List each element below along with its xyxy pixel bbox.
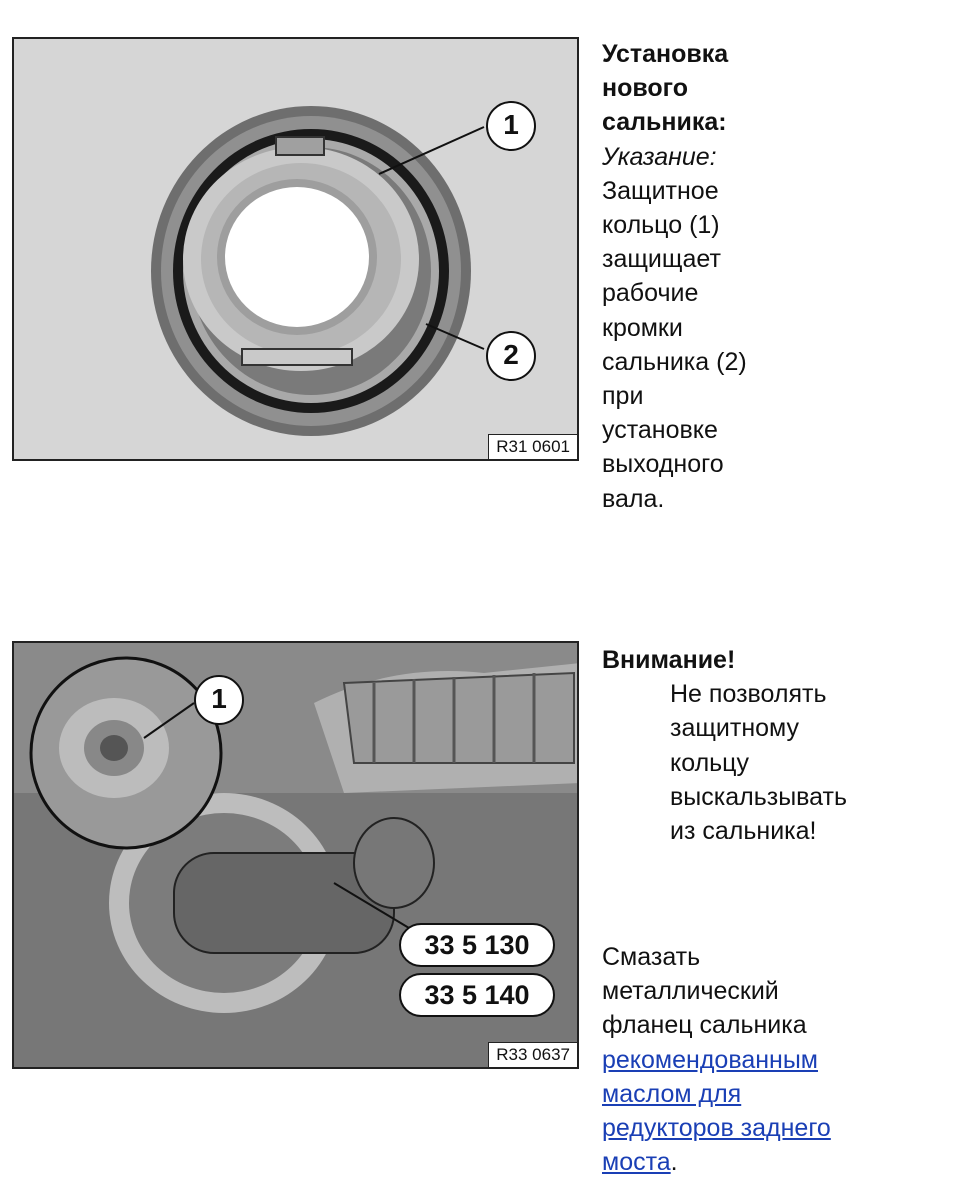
body-line: металлический (602, 977, 779, 1006)
figure-code: R33 0637 (488, 1042, 577, 1067)
body-line: фланец сальника (602, 1011, 807, 1040)
seal-installation-tool-figure: 1 33 5 130 33 5 140 R33 0637 (12, 641, 579, 1069)
figure-code: R31 0601 (488, 434, 577, 459)
body-line: кромки (602, 313, 683, 342)
heading-line: сальника: (602, 108, 727, 137)
body-line: защищает (602, 245, 721, 274)
body-line: при (602, 382, 644, 411)
sentence-end: . (670, 1148, 678, 1177)
callout-1: 1 (486, 101, 536, 151)
installation-instructions: Установка нового сальника: Указание: Защ… (602, 37, 942, 516)
body-line: сальника (2) (602, 347, 747, 376)
warning-line: из сальника! (670, 817, 817, 846)
note-label: Указание: (602, 142, 717, 171)
warning-block: Внимание! Не позволять защитному кольцу … (602, 643, 942, 848)
body-line: вала. (602, 484, 665, 513)
body-line: выходного (602, 450, 724, 479)
lubrication-instructions: Смазать металлический фланец сальника ре… (602, 940, 942, 1179)
recommended-oil-link[interactable]: маслом для (602, 1079, 742, 1108)
seal-protective-ring-figure: 1 2 R31 0601 (12, 37, 579, 461)
warning-label: Внимание! (602, 646, 736, 674)
seal-illustration (14, 39, 577, 459)
callout-2: 2 (486, 331, 536, 381)
warning-line: кольцу (670, 748, 750, 777)
heading-line: Установка (602, 40, 729, 68)
recommended-oil-link[interactable]: моста (602, 1148, 671, 1177)
recommended-oil-link[interactable]: рекомендованным (602, 1045, 818, 1074)
warning-line: защитному (670, 714, 800, 743)
body-line: установке (602, 416, 718, 445)
recommended-oil-link[interactable]: редукторов заднего (602, 1114, 831, 1143)
tool-number-label: 33 5 140 (399, 973, 555, 1017)
body-line: Смазать (602, 943, 701, 971)
callout-1: 1 (194, 675, 244, 725)
warning-line: Не позволять (670, 680, 827, 709)
body-line: кольцо (1) (602, 211, 720, 240)
body-line: Защитное (602, 176, 719, 205)
tool-number-label: 33 5 130 (399, 923, 555, 967)
heading-line: нового (602, 74, 689, 103)
warning-line: выскальзывать (670, 782, 848, 811)
body-line: рабочие (602, 279, 699, 308)
